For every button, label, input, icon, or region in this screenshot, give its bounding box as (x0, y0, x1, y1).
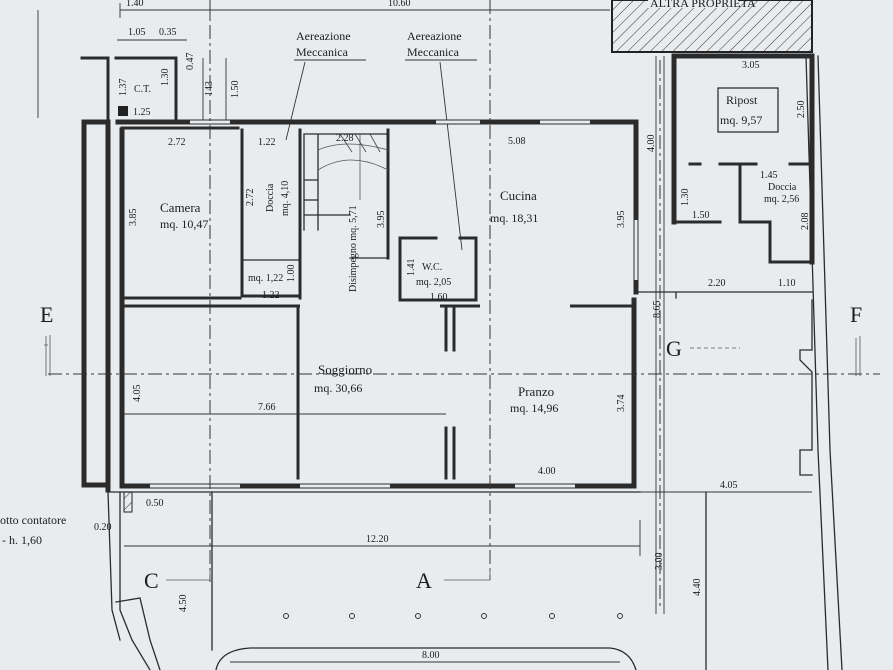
room-doccia-right-area: mq. 2,56 (764, 194, 799, 205)
meccanica-label-1: Meccanica (296, 45, 349, 59)
dim-125: 1.25 (133, 107, 151, 118)
ct-label: C.T. (134, 84, 151, 95)
dim-250: 2.50 (796, 101, 807, 119)
room-disimpegno-name: Disimpegno mq. 5,71 (348, 205, 359, 292)
room-cucina-name: Cucina (500, 188, 537, 203)
dim-020: 0.20 (94, 522, 112, 533)
room-camera-name: Camera (160, 200, 201, 215)
dim-374: 3.74 (616, 395, 627, 413)
dim-150a: 1.50 (230, 81, 241, 99)
room-camera-area: mq. 10,47 (160, 217, 208, 231)
section-g: G (666, 336, 682, 361)
aereazione-label-1: Aereazione (296, 29, 351, 43)
section-a: A (416, 568, 432, 593)
dim-865: 8.65 (652, 301, 663, 319)
contatore-note-1: otto contatore (0, 513, 66, 527)
room-wc-area: mq. 2,05 (416, 277, 451, 288)
dim-1220: 12.20 (366, 534, 389, 545)
aereazione-label-2: Aereazione (407, 29, 462, 43)
dim-141: 1.41 (406, 259, 417, 277)
altra-proprieta-label: ALTRA PROPRIETA (650, 0, 756, 10)
dim-300: 3.00 (654, 553, 665, 571)
dim-766: 7.66 (258, 402, 276, 413)
room-doccia-left-area: mq. 4,10 (280, 181, 291, 216)
dim-140: 1.40 (126, 0, 144, 9)
contatore-note-2: - h. 1,60 (2, 533, 42, 547)
dim-150b: 1.50 (692, 210, 710, 221)
room-soggiorno-name: Soggiorno (318, 362, 372, 377)
dim-035: 0.35 (159, 27, 177, 38)
wc-small-area: mq. 1,22 (248, 273, 283, 284)
room-ripost-area: mq. 9,57 (720, 113, 762, 127)
dim-130b: 1.30 (680, 189, 691, 207)
dim-047: 0.47 (185, 53, 196, 71)
room-cucina-area: mq. 18,31 (490, 211, 538, 225)
room-pranzo-area: mq. 14,96 (510, 401, 558, 415)
meccanica-label-2: Meccanica (407, 45, 460, 59)
dim-405b: 4.05 (720, 480, 738, 491)
altra-proprieta-block (611, 0, 813, 53)
dim-145: 1.45 (760, 170, 778, 181)
room-wc-name: W.C. (422, 262, 442, 273)
dim-385: 3.85 (128, 209, 139, 227)
dim-440: 4.40 (692, 579, 703, 597)
dim-137: 1.37 (118, 79, 129, 97)
dim-100: 1.00 (286, 265, 297, 283)
dim-450: 4.50 (178, 595, 189, 613)
dim-110: 1.10 (778, 278, 796, 289)
dim-050: 0.50 (146, 498, 164, 509)
dim-400a: 4.00 (646, 135, 657, 153)
dim-395a: 3.95 (376, 211, 387, 229)
dim-272b: 2.72 (245, 189, 256, 207)
dim-220: 2.20 (708, 278, 726, 289)
room-doccia-left-name: Doccia (265, 183, 276, 212)
dim-305: 3.05 (742, 60, 760, 71)
section-e: E (40, 302, 53, 327)
dim-395b: 3.95 (616, 211, 627, 229)
section-c: C (144, 568, 159, 593)
dim-508: 5.08 (508, 136, 526, 147)
dim-405a: 4.05 (132, 385, 143, 403)
ripost-box (717, 87, 779, 133)
dim-400b: 4.00 (538, 466, 556, 477)
dim-122b: 1.22 (262, 290, 280, 301)
dim-228: 2.28 (336, 133, 354, 144)
room-pranzo-name: Pranzo (518, 384, 554, 399)
room-ripost-name: Ripost (726, 93, 758, 107)
dim-105: 1.05 (128, 27, 146, 38)
section-f: F (850, 302, 862, 327)
dim-208: 2.08 (800, 213, 811, 231)
room-soggiorno-area: mq. 30,66 (314, 381, 362, 395)
dim-1060: 10.60 (388, 0, 411, 9)
dim-272a: 2.72 (168, 137, 186, 148)
dim-160: 1.60 (430, 292, 448, 303)
dim-130: 1.30 (160, 69, 171, 87)
dim-122a: 1.22 (258, 137, 276, 148)
room-doccia-right-name: Doccia (768, 182, 797, 193)
dim-800: 8.00 (422, 650, 440, 661)
